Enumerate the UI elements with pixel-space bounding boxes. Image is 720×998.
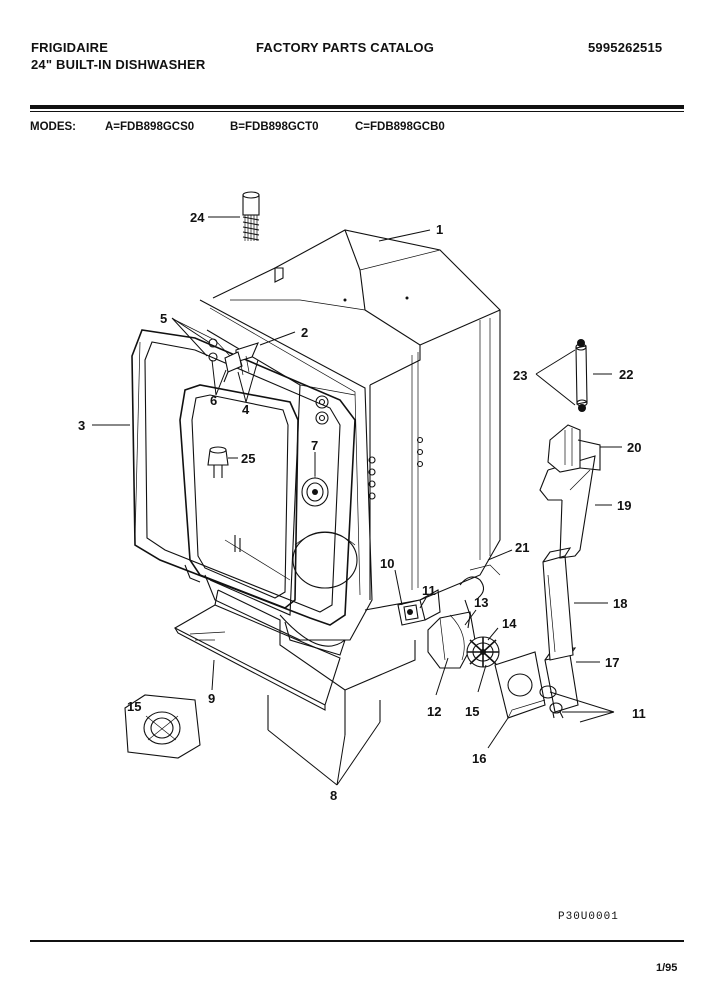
part-18-duct xyxy=(542,547,574,661)
callout-14: 14 xyxy=(502,616,517,631)
callout-17: 17 xyxy=(605,655,619,670)
callout-19: 19 xyxy=(617,498,631,513)
callout-9: 9 xyxy=(208,691,215,706)
header-rule-thin xyxy=(30,111,684,112)
part-15-inset-box xyxy=(124,694,201,759)
callout-10: 10 xyxy=(380,556,394,571)
callout-18: 18 xyxy=(613,596,627,611)
callout-20: 20 xyxy=(627,440,641,455)
footer-rule xyxy=(30,940,684,942)
callout-1: 1 xyxy=(436,222,443,237)
callout-12: 12 xyxy=(427,704,441,719)
part-7-round xyxy=(301,470,329,507)
callout-11-lower: 11 xyxy=(632,706,646,721)
callout-numbers: 24 1 5 2 6 4 3 7 25 23 22 20 19 21 10 11… xyxy=(78,210,646,803)
callout-13: 13 xyxy=(474,595,488,610)
callout-2: 2 xyxy=(301,325,308,340)
part-19-upper-duct xyxy=(539,455,596,559)
callout-16: 16 xyxy=(472,751,486,766)
callout-15-inset: 15 xyxy=(127,699,141,714)
product-name: 24" BUILT-IN DISHWASHER xyxy=(31,57,206,72)
models-label: MODES: xyxy=(30,121,76,133)
part-24-pin xyxy=(242,191,260,241)
callout-7: 7 xyxy=(311,438,318,453)
part-20-fill-cup xyxy=(547,424,601,473)
callout-3: 3 xyxy=(78,418,85,433)
catalog-title: FACTORY PARTS CATALOG xyxy=(256,40,435,55)
part-22-hose xyxy=(575,339,588,412)
callout-11-upper: 11 xyxy=(422,583,436,598)
model-b: B=FDB898GCT0 xyxy=(230,121,319,133)
model-c: C=FDB898GCB0 xyxy=(355,121,445,133)
callout-24: 24 xyxy=(190,210,205,225)
part-3-gasket xyxy=(131,319,356,626)
part-16-bracket xyxy=(494,651,546,719)
callout-6: 6 xyxy=(210,393,217,408)
part-1-tub xyxy=(212,229,501,611)
callout-25: 25 xyxy=(241,451,255,466)
part-25-sensor xyxy=(207,446,229,478)
callout-15: 15 xyxy=(465,704,479,719)
part-5-2-6-4-clips xyxy=(208,338,259,383)
callout-5: 5 xyxy=(160,311,167,326)
callout-22: 22 xyxy=(619,367,633,382)
part-14-impeller xyxy=(466,636,500,668)
leader-lines xyxy=(92,216,622,786)
callout-21: 21 xyxy=(515,540,529,555)
model-a: A=FDB898GCS0 xyxy=(105,121,195,133)
callout-4: 4 xyxy=(242,402,250,417)
brand-name: FRIGIDAIRE xyxy=(31,40,109,55)
callout-8: 8 xyxy=(330,788,337,803)
catalog-number: 5995262515 xyxy=(588,40,663,55)
header-rule-thick xyxy=(30,105,684,109)
page-number: 1/95 xyxy=(656,962,678,974)
part-9-base-plate xyxy=(173,589,341,711)
callout-23: 23 xyxy=(513,368,527,383)
part-8-base-frame xyxy=(217,589,416,735)
drawing-code: P30U0001 xyxy=(558,911,619,923)
